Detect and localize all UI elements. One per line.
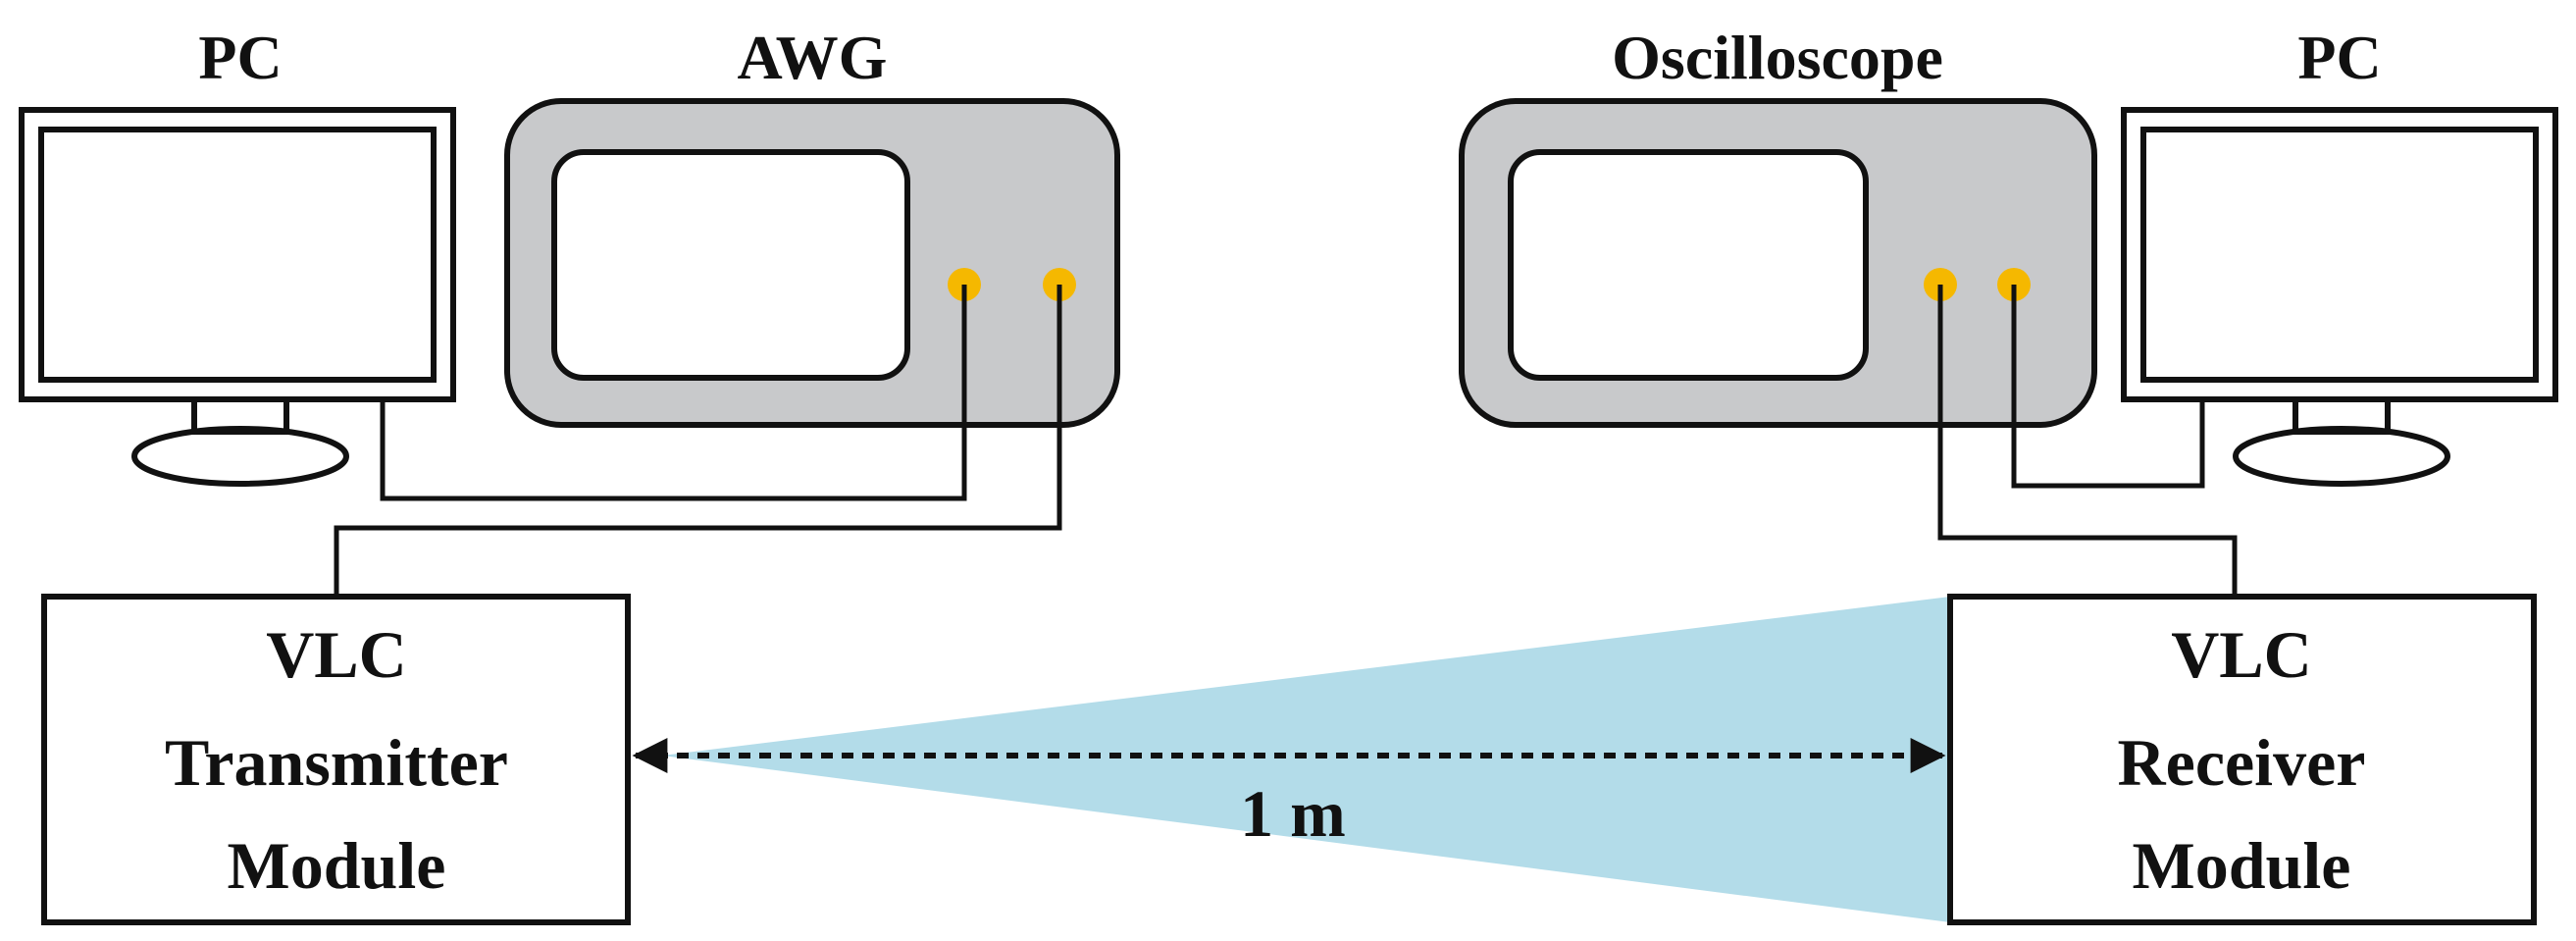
pc-right-monitor-icon: [2121, 107, 2558, 487]
transmitter-label-line2: Transmitter: [165, 725, 508, 800]
oscilloscope-label: Oscilloscope: [1612, 23, 1943, 92]
awg-instrument-icon: [504, 98, 1120, 428]
pc-left-label: PC: [198, 23, 282, 92]
receiver-label-line2: Receiver: [2118, 725, 2366, 800]
receiver-module-box: [1947, 594, 2537, 925]
light-beam: [662, 597, 1950, 922]
transmitter-module-box: [41, 594, 631, 925]
wire-oscilloscope-to-pc-right: [2011, 285, 2205, 489]
wire-receiver-to-oscilloscope: [1937, 285, 2238, 594]
transmitter-label-line1: VLC: [266, 617, 407, 692]
distance-label: 1 m: [1240, 776, 1346, 851]
pc-right-label: PC: [2297, 23, 2381, 92]
pc-left-monitor-icon: [19, 107, 456, 487]
wire-pc-left-to-awg: [380, 285, 967, 501]
wire-awg-to-transmitter: [334, 285, 1062, 594]
awg-label: AWG: [738, 23, 888, 92]
receiver-label-line1: VLC: [2171, 617, 2312, 692]
receiver-label-line3: Module: [2133, 828, 2351, 903]
oscilloscope-instrument-icon: [1459, 98, 2097, 428]
transmitter-label-line3: Module: [228, 828, 446, 903]
awg-screen: [551, 149, 910, 381]
oscilloscope-screen: [1508, 149, 1869, 381]
